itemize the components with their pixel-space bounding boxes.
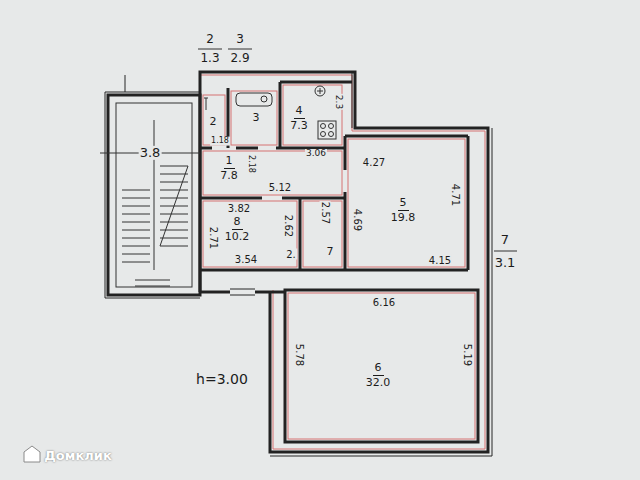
dimension-label: 3.1 [494, 256, 517, 270]
room-number: 5 [398, 196, 409, 211]
room-area: 10.2 [223, 230, 252, 244]
dimension-label: 7 [326, 246, 335, 258]
room-number: 8 [232, 215, 243, 230]
dimension-label: 4.71 [450, 183, 461, 207]
dimension-label: 2.57 [320, 201, 331, 225]
room-box: 632.0 [361, 359, 396, 392]
room-number: 1 [224, 154, 235, 169]
watermark: Домклик [43, 449, 112, 463]
room-area: 7.8 [218, 169, 240, 183]
dimension-label: 2.18 [247, 154, 256, 174]
dimension-label: 3.06 [305, 149, 327, 159]
dimension-label: 2.62 [283, 214, 294, 238]
room-area: 19.8 [389, 211, 418, 225]
room-box: 519.8 [386, 194, 421, 227]
room-number: 2 [208, 115, 219, 129]
dimension-label: 3.54 [234, 254, 258, 265]
dimension-label: 4.27 [362, 157, 386, 168]
dimension-label: 5.12 [268, 182, 292, 193]
room-area: 7.3 [288, 119, 310, 133]
dimension-label: 4.69 [352, 208, 363, 232]
room-box: 810.2 [220, 213, 255, 246]
dimension-label: 6.16 [372, 297, 396, 308]
room-box: 2 [205, 113, 222, 131]
room-box: 3 [248, 109, 265, 127]
room-box: 17.8 [215, 152, 243, 185]
room-number: 6 [373, 361, 384, 376]
room-area: 32.0 [364, 376, 393, 390]
dimension-label: 2 [205, 33, 215, 46]
dimension-label: 4.15 [428, 255, 452, 266]
dimension-label: h=3.00 [195, 372, 249, 387]
dimension-label: 1.18 [210, 137, 230, 146]
dimension-label: 7 [500, 233, 510, 247]
dimension-label: 2.9 [229, 52, 250, 65]
dimension-label: 5.19 [462, 343, 473, 367]
watermark-icon [24, 446, 40, 462]
dimension-label: 3.8 [139, 146, 162, 160]
room-box: 47.3 [285, 102, 313, 135]
dimension-label: 1.3 [199, 52, 220, 65]
dimension-label: 3.82 [227, 203, 251, 214]
dimension-label: 2. [285, 249, 297, 260]
dimension-label: 3 [235, 33, 245, 46]
room-number: 4 [294, 104, 305, 119]
dimension-label: 2.71 [208, 226, 219, 250]
room-number: 3 [251, 111, 262, 125]
dimension-label: 2.3 [333, 94, 343, 110]
dimension-label: 5.78 [294, 343, 305, 367]
